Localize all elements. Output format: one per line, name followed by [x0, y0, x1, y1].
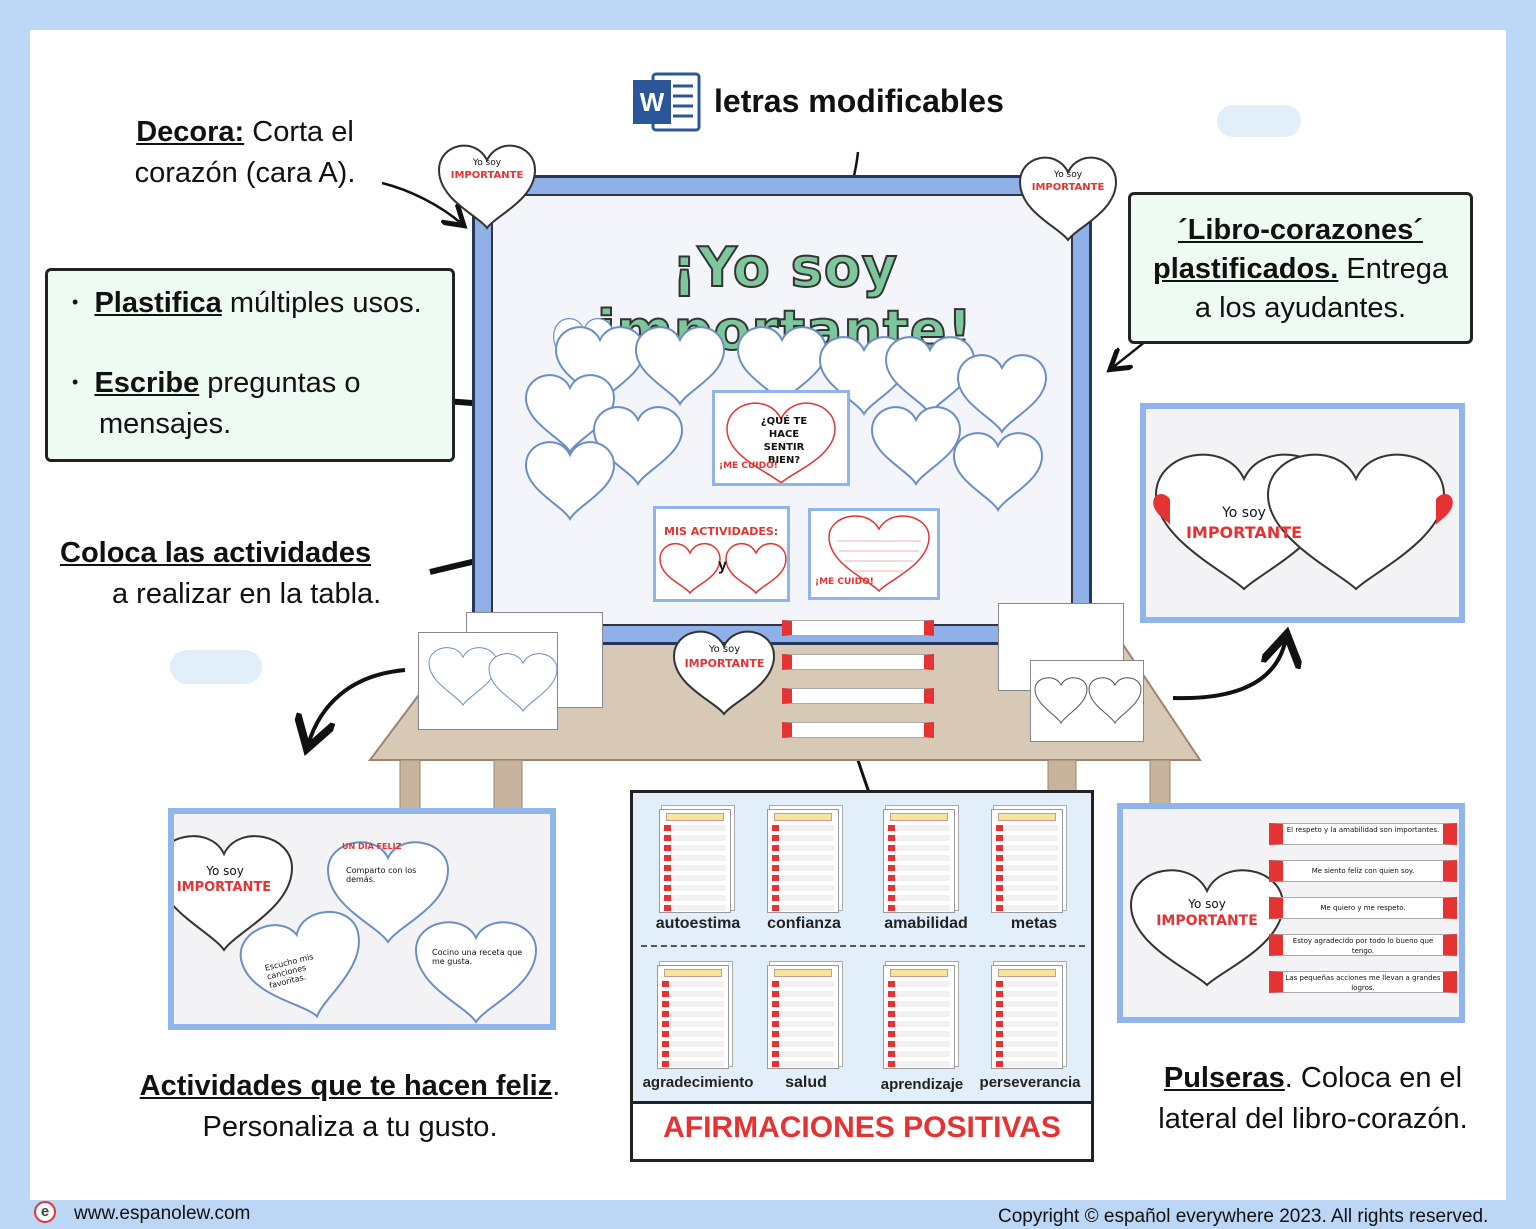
cocino-text: Cocino una receta que me gusta. [432, 948, 523, 966]
table-worksheet-left-front [418, 632, 558, 730]
actividades-bold: Actividades que te hacen feliz [139, 1070, 553, 1102]
feel-good-question: ¿QUÉ TE HACE SENTIR BIEN? [760, 416, 808, 466]
affirmation-label: metas [1010, 915, 1058, 932]
decora-note: Decora: Corta el corazón (cara A). [110, 112, 380, 194]
footer-website[interactable]: www.espanolew.com [74, 1203, 251, 1224]
yo-soy-text: Yo soy [708, 644, 741, 655]
plastifica-text: múltiples usos. [221, 287, 422, 319]
decora-text: Corta el [244, 116, 354, 148]
affirmation-doc [883, 965, 955, 1069]
affirmation-label: agradecimiento [642, 1074, 754, 1091]
activities-card: MIS ACTIVIDADES: y [653, 506, 790, 602]
importante-text: IMPORTANTE [684, 657, 765, 670]
coloca-line2: a realizar en la tabla. [112, 578, 382, 611]
affirmation-doc [883, 809, 955, 913]
bracelet-list: El respeto y la amabilidad son important… [1269, 823, 1457, 993]
photo-activities: Yo soy IMPORTANTE UN DÍA FELIZ Comparto … [168, 808, 556, 1030]
affirmations-title: AFIRMACIONES POSITIVAS [663, 1111, 1061, 1144]
activities-importante: IMPORTANTE [176, 880, 272, 895]
escribe-bold: Escribe [94, 367, 200, 399]
activities-y: y [718, 557, 727, 574]
importante-text: IMPORTANTE [450, 170, 524, 181]
svg-text:W: W [640, 87, 665, 117]
bracelet-importante: IMPORTANTE [1156, 913, 1258, 929]
actividades-dot: . [552, 1070, 561, 1102]
table-heart-book: Yo soy IMPORTANTE [672, 626, 777, 718]
bracelet-strip: Me quiero y me respeto. [1269, 897, 1457, 919]
bracelet-strip: Estoy agradecido por todo lo bueno que t… [1269, 934, 1457, 956]
coloca-note: Coloca las actividades a realizar en la … [60, 533, 440, 615]
photo-importante: IMPORTANTE [1185, 523, 1303, 542]
libro-line3: a los ayudantes. [1194, 292, 1407, 325]
coloca-bold: Coloca las actividades [60, 537, 372, 569]
me-cuido-label: ¡ME CUIDO! [719, 461, 778, 471]
feel-good-card: ¿QUÉ TE HACE SENTIR BIEN? ¡ME CUIDO! [712, 390, 850, 486]
decora-bold: Decora: [136, 116, 245, 148]
actividades-line2: Personaliza a tu gusto. [202, 1111, 498, 1144]
photo-heart-book: Yo soy IMPORTANTE [1140, 403, 1465, 623]
footer-logo-icon: e [34, 1201, 56, 1223]
photo-bracelets: Yo soy IMPORTANTE El respeto y la amabil… [1117, 803, 1465, 1023]
escribe-text: preguntas o [199, 367, 361, 399]
lined-heart-card: ¡ME CUIDO! [808, 508, 940, 600]
cloud-decoration [1217, 105, 1301, 137]
un-dia-feliz-label: UN DÍA FELIZ [342, 842, 402, 851]
corner-heart-left: Yo soy IMPORTANTE [437, 140, 537, 232]
libro-text: Entrega [1338, 253, 1448, 286]
pulseras-line2: lateral del libro-corazón. [1158, 1103, 1468, 1136]
yo-soy-text: Yo soy [472, 158, 502, 168]
affirmations-divider [641, 945, 1085, 947]
libro-bold2: plastificados. [1153, 253, 1339, 286]
affirmation-label: aprendizaje [880, 1076, 964, 1093]
table-worksheet-right-front [1030, 660, 1144, 742]
affirmations-panel: AFIRMACIONES POSITIVAS autoestima confia… [630, 790, 1094, 1162]
pulseras-text: . Coloca en el [1284, 1062, 1463, 1094]
cloud-decoration [170, 650, 262, 684]
pulseras-note: Pulseras. Coloca en el lateral del libro… [1128, 1058, 1498, 1140]
affirmation-label: autoestima [655, 915, 741, 932]
photo-yo-soy: Yo soy [1222, 505, 1266, 521]
libro-bold1: ´Libro-corazones´ [1178, 214, 1423, 246]
me-cuido-label-2: ¡ME CUIDO! [815, 577, 874, 587]
yo-soy-text: Yo soy [1053, 170, 1083, 180]
affirmation-doc [767, 809, 839, 913]
word-label: letras modificables [714, 83, 1004, 119]
affirmation-doc [991, 965, 1063, 1069]
word-icon: W [633, 70, 701, 134]
escribe-item: • Escribe preguntas o mensajes. [72, 363, 452, 445]
plastifica-box: • Plastifica múltiples usos. • Escribe p… [45, 268, 455, 462]
bracelet-yo-soy: Yo soy [1188, 897, 1226, 911]
bracelet-strip: Me siento feliz con quien soy. [1269, 860, 1457, 882]
board-hearts [524, 318, 1048, 522]
affirmation-label: perseverancia [979, 1074, 1081, 1091]
corner-heart-right: Yo soy IMPORTANTE [1018, 152, 1118, 244]
affirmations-title-bar [633, 1101, 1091, 1159]
decora-line2: corazón (cara A). [134, 157, 356, 190]
affirmation-doc [659, 809, 731, 913]
affirmation-label: confianza [767, 915, 841, 932]
comparto-text: Comparto con los demás. [346, 866, 417, 884]
activities-title: MIS ACTIVIDADES: [664, 525, 779, 538]
affirmation-doc [657, 965, 729, 1069]
escribe-line2: mensajes. [99, 408, 232, 441]
affirmation-label: amabilidad [884, 915, 968, 932]
affirmation-label: salud [785, 1074, 827, 1091]
plastifica-item: • Plastifica múltiples usos. [72, 287, 422, 319]
pulseras-bold: Pulseras [1163, 1062, 1285, 1094]
activities-yo-soy: Yo soy [206, 864, 244, 878]
bracelet-strip: El respeto y la amabilidad son important… [1269, 823, 1457, 845]
importante-text: IMPORTANTE [1031, 182, 1105, 193]
plastifica-bold: Plastifica [94, 287, 222, 319]
footer-copyright: Copyright © español everywhere 2023. All… [998, 1206, 1489, 1227]
affirmation-doc [767, 965, 839, 1069]
table-bracelets [782, 620, 934, 738]
libro-box: ´Libro-corazones´ plastificados. Entrega… [1128, 192, 1473, 344]
affirmation-doc [991, 809, 1063, 913]
bracelet-strip: Las pequeñas acciones me llevan a grande… [1269, 971, 1457, 993]
actividades-note: Actividades que te hacen feliz. Personal… [100, 1066, 600, 1148]
